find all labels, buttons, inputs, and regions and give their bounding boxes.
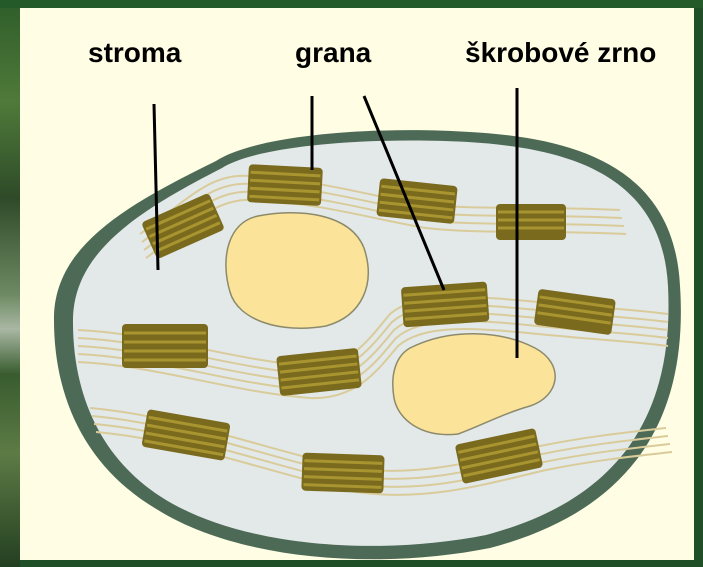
granum-5 (401, 281, 490, 327)
granum-3 (376, 178, 458, 224)
starch-grain-top (226, 213, 368, 329)
diagram-panel: stroma grana škrobové zrno (20, 8, 694, 560)
frame-top-border (0, 0, 703, 8)
background-photo-strip (0, 0, 20, 567)
granum-8 (276, 348, 362, 396)
granum-4 (496, 204, 566, 240)
chloroplast-diagram (20, 8, 694, 560)
granum-7 (122, 324, 208, 368)
granum-2 (247, 164, 323, 206)
granum-10 (301, 453, 384, 494)
